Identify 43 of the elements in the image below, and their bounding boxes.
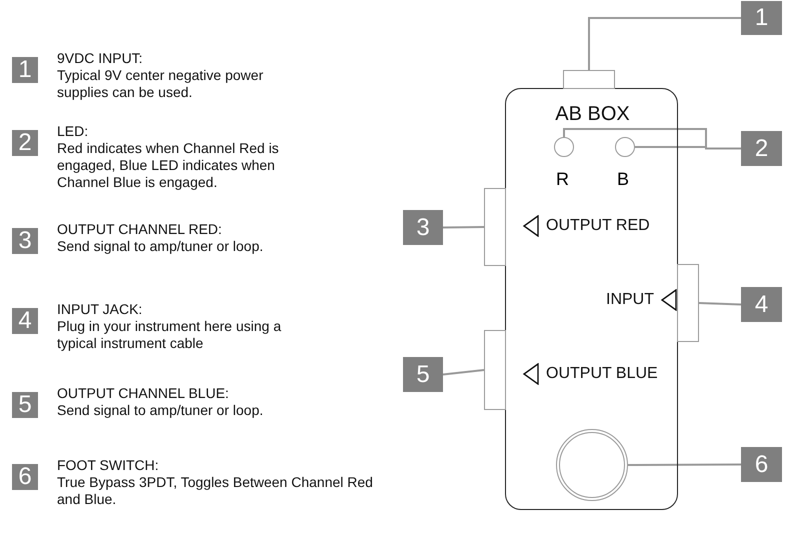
- callout-number: 6: [741, 447, 782, 482]
- led-light: [615, 137, 635, 157]
- item-description: Typical 9V center negative power supplies can be used.: [57, 67, 264, 101]
- jack-label: INPUT: [606, 291, 654, 309]
- pedal-body: [505, 88, 678, 510]
- audio-jack: [484, 188, 506, 266]
- callout-number: 2: [741, 131, 782, 166]
- leader-line: [628, 464, 741, 466]
- item-heading: OUTPUT CHANNEL BLUE:: [57, 385, 230, 402]
- item-description: Send signal to amp/tuner or loop.: [57, 238, 264, 255]
- device-label: AB BOX: [554, 103, 631, 126]
- callout-number: 1: [741, 1, 782, 35]
- leader-line: [698, 302, 742, 306]
- jack-label: OUTPUT BLUE: [546, 365, 658, 383]
- leader-line: [442, 369, 484, 376]
- item-heading: INPUT JACK:: [57, 301, 144, 318]
- led-label: R: [556, 169, 569, 190]
- item-heading: 9VDC INPUT:: [57, 50, 144, 67]
- item-description: Red indicates when Channel Red is engaged, Blue LED indicates when Channel Blue is engaged.: [57, 140, 280, 191]
- callout-number: 3: [403, 210, 443, 245]
- item-heading: LED:: [57, 123, 90, 140]
- leader-line: [588, 17, 741, 70]
- power-jack: [563, 70, 615, 89]
- audio-jack: [484, 330, 506, 410]
- item-description: True Bypass 3PDT, Toggles Between Channel Red and Blue.: [57, 474, 374, 508]
- led-label: B: [617, 169, 630, 190]
- callout-number: 4: [741, 287, 782, 322]
- callout-number: 2: [12, 130, 38, 156]
- led-light: [554, 137, 574, 157]
- callout-number: 3: [12, 228, 38, 254]
- item-heading: FOOT SWITCH:: [57, 457, 160, 474]
- item-heading: OUTPUT CHANNEL RED:: [57, 221, 223, 238]
- leader-line: [635, 146, 741, 150]
- callout-number: 6: [12, 464, 38, 490]
- callout-number: 4: [12, 308, 38, 334]
- audio-jack: [677, 264, 699, 342]
- item-description: Send signal to amp/tuner or loop.: [57, 402, 264, 419]
- callout-number: 1: [12, 57, 38, 83]
- callout-number: 5: [403, 357, 443, 392]
- leader-line: [442, 226, 484, 228]
- jack-label: OUTPUT RED: [546, 217, 650, 235]
- callout-number: 5: [12, 392, 38, 418]
- item-description: Plug in your instrument here using a typical instrument cable: [57, 318, 282, 352]
